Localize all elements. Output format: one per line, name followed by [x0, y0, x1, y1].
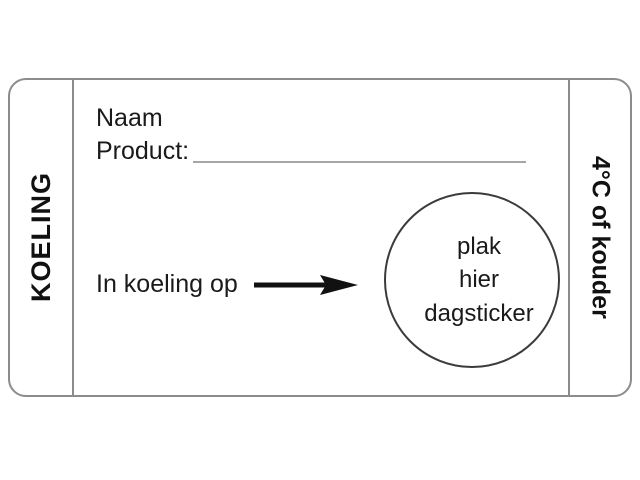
naam-label: Naam [96, 104, 163, 132]
koeling-vertical-title: KOELING [25, 172, 56, 303]
dagsticker-line-3: dagsticker [424, 299, 534, 327]
temperature-vertical-label: 4°C of kouder [586, 156, 615, 319]
dagsticker-line-1: plak [456, 233, 502, 261]
dagsticker-placement-circle[interactable]: plak hier dagsticker [384, 192, 560, 368]
product-write-in-line[interactable] [193, 161, 527, 163]
dagsticker-line-2: hier [458, 266, 500, 294]
product-label-row: Product: [96, 135, 590, 168]
product-label: Product: [96, 137, 190, 165]
panel-main: Naam Product: In koeling op plak hier da… [74, 80, 568, 395]
product-name-field-group: Naam Product: [96, 102, 590, 168]
panel-koeling: KOELING [10, 80, 74, 395]
instruction-row: In koeling op [96, 270, 358, 299]
in-koeling-op-label: In koeling op [96, 270, 238, 298]
cooling-label-card: KOELING Naam Product: In koeling op plak… [8, 78, 632, 397]
right-arrow-icon [253, 274, 358, 295]
panel-temperature: 4°C of kouder [568, 80, 630, 395]
